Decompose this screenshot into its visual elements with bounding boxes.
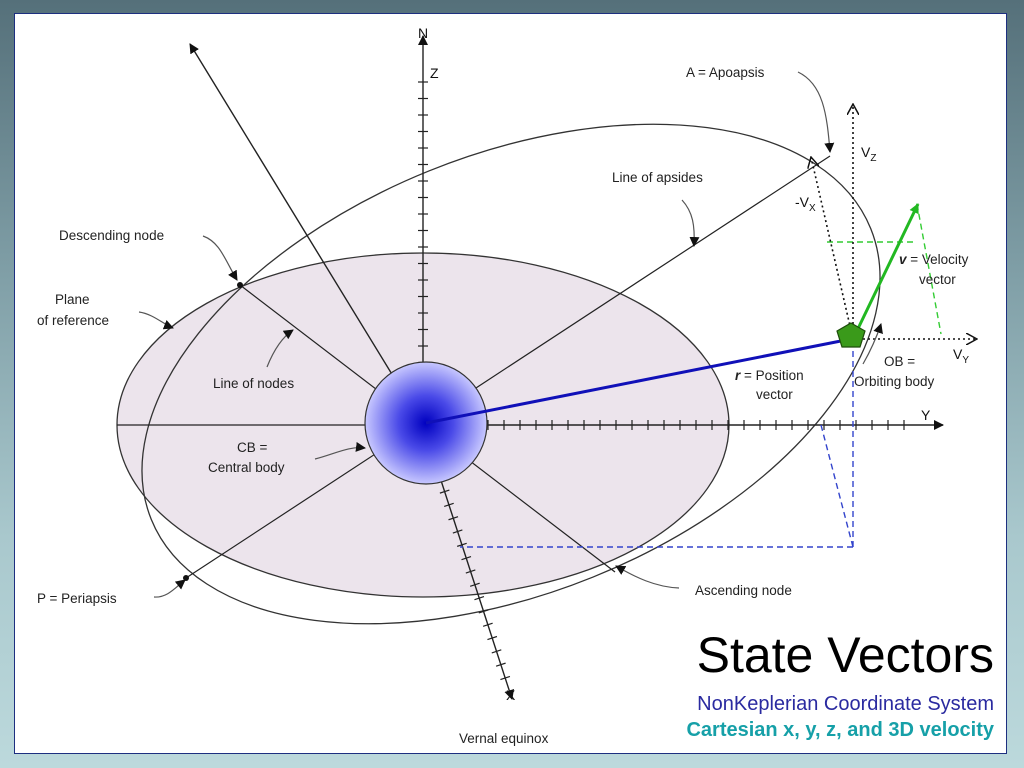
label-periapsis: P = Periapsis xyxy=(37,591,117,606)
label-vernal-equinox: Vernal equinox xyxy=(459,731,549,746)
axis-tick xyxy=(495,662,506,667)
axis-label-n: N xyxy=(418,25,428,41)
velocity-vector xyxy=(851,203,920,340)
periapsis-dot xyxy=(183,575,189,581)
axis-label-x: X xyxy=(506,687,516,703)
label-ascending-node: Ascending node xyxy=(695,583,792,598)
label-velocity-1: v = Velocity xyxy=(899,252,969,267)
leader-lines xyxy=(138,71,883,598)
label-plane-2: of reference xyxy=(37,313,109,328)
subtitle-primary: NonKeplerian Coordinate System xyxy=(697,693,994,715)
axis-tick xyxy=(439,489,450,494)
position-projection xyxy=(460,341,854,548)
descending-node-dot xyxy=(237,282,243,288)
axis-tick xyxy=(500,675,511,681)
axis-tick xyxy=(491,649,502,654)
axis-tick xyxy=(456,542,467,547)
position-vector xyxy=(425,335,852,425)
slide: N Z Y X VZ VY -VX A = Apoapsis Line of a… xyxy=(14,13,1007,754)
subtitle-secondary: Cartesian x, y, z, and 3D velocity xyxy=(686,719,994,741)
normal-axis-line xyxy=(189,43,424,426)
label-velocity-2: vector xyxy=(919,272,956,287)
axis-label-vz: VZ xyxy=(861,144,876,164)
axis-tick xyxy=(452,529,463,534)
label-apoapsis: A = Apoapsis xyxy=(686,65,765,80)
orbiting-body xyxy=(836,322,866,348)
axis-tick xyxy=(487,635,498,641)
label-central-body-2: Central body xyxy=(208,460,285,475)
label-central-body-1: CB = xyxy=(237,440,268,455)
label-descending-node: Descending node xyxy=(59,228,164,243)
y-axis-ticks xyxy=(439,420,905,430)
axis-label-vy: VY xyxy=(953,346,969,366)
orbit-diagram: N Z Y X VZ VY -VX A = Apoapsis Line of a… xyxy=(37,25,1007,746)
axis-label-z: Z xyxy=(430,65,439,81)
label-orbiting-body-2: Orbiting body xyxy=(854,374,935,389)
title-block: State Vectors NonKeplerian Coordinate Sy… xyxy=(686,630,994,743)
label-orbiting-body-1: OB = xyxy=(884,354,915,369)
neg-vx-axis xyxy=(811,157,854,340)
page-title: State Vectors xyxy=(696,627,994,683)
axis-tick xyxy=(474,595,485,601)
axis-label-neg-vx: -VX xyxy=(795,194,816,214)
label-position-2: vector xyxy=(756,387,793,402)
label-plane-1: Plane xyxy=(55,292,90,307)
axis-tick xyxy=(461,556,472,561)
axis-tick xyxy=(469,582,480,587)
axis-tick xyxy=(448,516,459,521)
axis-tick xyxy=(478,609,489,614)
orbit-ellipse xyxy=(141,123,881,625)
label-line-of-nodes: Line of nodes xyxy=(213,376,294,391)
label-line-of-apsides: Line of apsides xyxy=(612,170,703,185)
axis-tick xyxy=(465,569,476,574)
label-position-1: r = Position xyxy=(735,368,804,383)
axis-label-y: Y xyxy=(921,407,931,423)
line-of-apsides xyxy=(185,155,831,579)
axis-tick xyxy=(482,622,493,627)
axis-tick xyxy=(444,502,454,508)
velocity-projection xyxy=(827,203,942,335)
